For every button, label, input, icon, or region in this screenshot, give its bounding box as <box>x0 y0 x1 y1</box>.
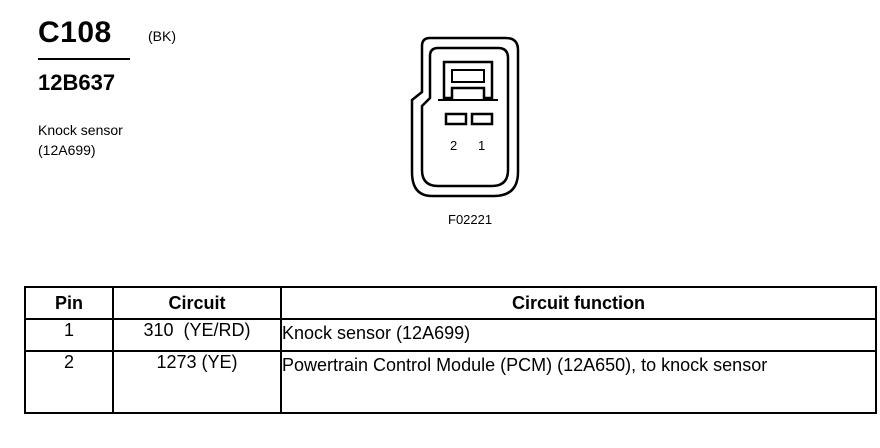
function-cell: Powertrain Control Module (PCM) (12A650)… <box>280 350 877 414</box>
color-code: (BK) <box>148 28 176 44</box>
table-row: 2 1273 (YE) Powertrain Control Module (P… <box>24 350 877 414</box>
connector-outer-shell <box>410 36 520 198</box>
pin-cell: 2 <box>24 350 114 414</box>
figure-code: F02221 <box>448 212 493 227</box>
table-row: 1 310 (YE/RD) Knock sensor (12A699) <box>24 318 877 352</box>
title-underline <box>38 58 130 60</box>
pin-label-2: 2 <box>450 138 457 153</box>
part-number: 12B637 <box>38 70 116 95</box>
column-header-pin: Pin <box>24 286 114 320</box>
pin-label-1: 1 <box>478 138 485 153</box>
column-header-circuit: Circuit <box>112 286 282 320</box>
component-name: Knock sensor <box>38 122 123 138</box>
pinout-table: Pin Circuit Circuit function 1 310 (YE/R… <box>24 286 877 414</box>
pin-cell: 1 <box>24 318 114 352</box>
circuit-cell: 310 (YE/RD) <box>112 318 282 352</box>
connector-latch-inner <box>451 69 485 83</box>
terminal-cavity-2 <box>444 112 468 126</box>
column-header-circuit-function: Circuit function <box>280 286 877 320</box>
component-part-number: (12A699) <box>38 142 96 158</box>
table-header-row: Pin Circuit Circuit function <box>24 286 877 320</box>
function-cell: Knock sensor (12A699) <box>280 318 877 352</box>
terminal-cavity-1 <box>470 112 494 126</box>
connector-id: C108 <box>38 16 112 49</box>
circuit-cell: 1273 (YE) <box>112 350 282 414</box>
connector-latch <box>442 60 494 100</box>
connector-face-diagram: 2 1 <box>410 36 520 198</box>
connector-inner-shell <box>420 46 510 188</box>
